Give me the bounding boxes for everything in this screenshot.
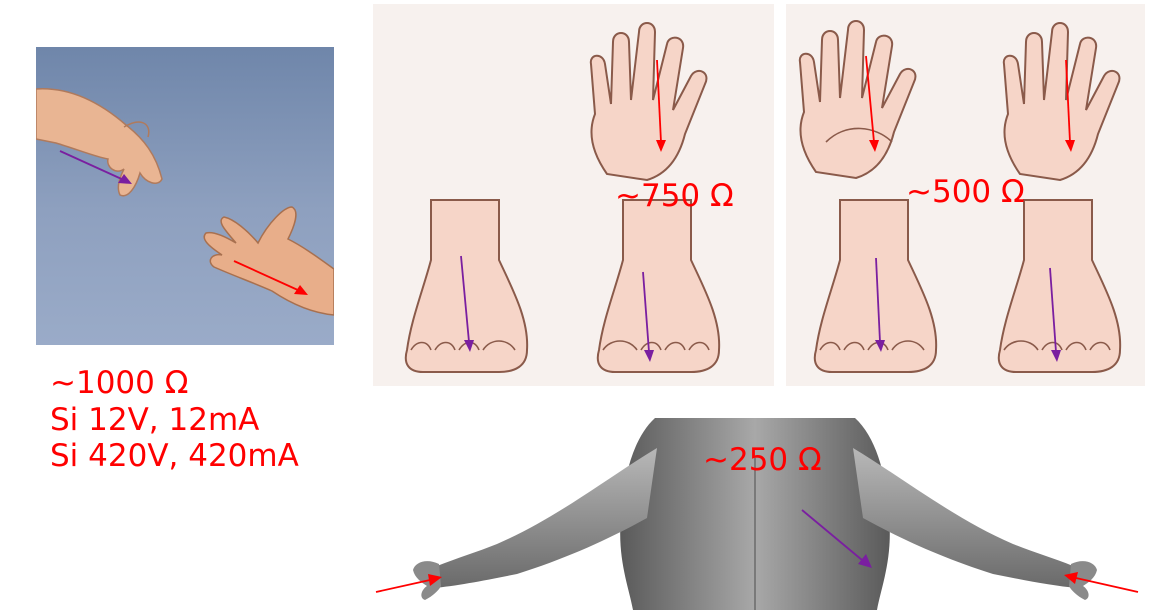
current-arrow bbox=[802, 510, 872, 568]
arm-to-arm-label: ~250 Ω bbox=[703, 442, 822, 479]
current-arrow bbox=[1064, 572, 1138, 592]
current-arrow bbox=[376, 574, 442, 592]
